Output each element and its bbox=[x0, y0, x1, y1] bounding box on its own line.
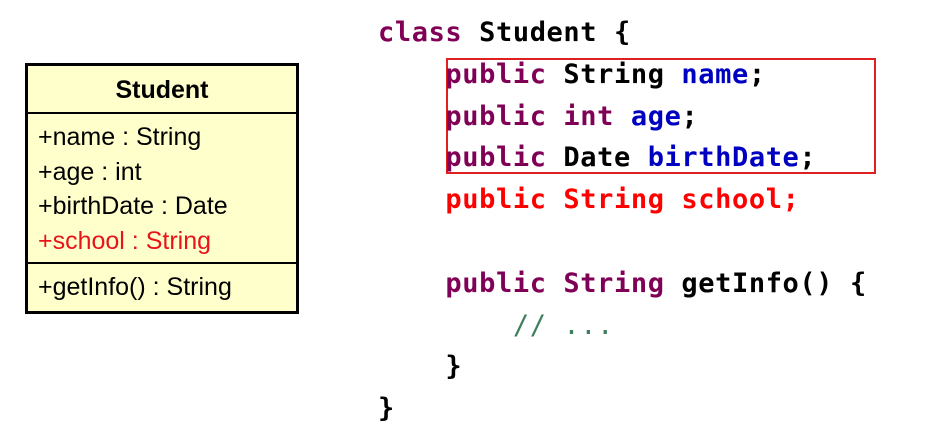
code-line-field-name: public String name; bbox=[378, 54, 867, 96]
uml-method-getinfo: +getInfo() : String bbox=[38, 273, 232, 301]
class-name: Student bbox=[479, 17, 598, 48]
code-line-blank bbox=[378, 221, 867, 263]
code-line-method-close: } bbox=[378, 346, 867, 388]
modifier: public bbox=[445, 100, 547, 132]
uml-attribute-school: +school : String bbox=[38, 226, 212, 255]
type: String bbox=[563, 58, 665, 90]
uml-methods-section: +getInfo() : String bbox=[28, 264, 296, 311]
close-brace: } bbox=[378, 393, 395, 425]
code-line-field-birthdate: public Date birthDate; bbox=[378, 137, 867, 179]
open-brace: { bbox=[614, 17, 631, 48]
modifier: public bbox=[445, 267, 547, 299]
semicolon: ; bbox=[681, 100, 699, 132]
type: Date bbox=[563, 142, 631, 174]
open-brace: { bbox=[849, 267, 867, 299]
uml-class-box: Student +name : String +age : int +birth… bbox=[25, 63, 299, 314]
uml-class-name: Student bbox=[28, 66, 296, 114]
code-line-class-close: } bbox=[378, 388, 867, 430]
comment: // ... bbox=[512, 309, 614, 341]
code-line-field-school: public String school; bbox=[378, 179, 867, 221]
code-line-method-decl: public String getInfo() { bbox=[378, 263, 867, 305]
field-name: age bbox=[630, 100, 682, 132]
type: String bbox=[563, 184, 665, 216]
java-code-block: class Student { public String name; publ… bbox=[378, 12, 867, 430]
code-line-comment: // ... bbox=[378, 305, 867, 347]
modifier: public bbox=[445, 184, 547, 216]
code-line-field-age: public int age; bbox=[378, 96, 867, 138]
semicolon: ; bbox=[799, 142, 817, 174]
code-line-class-decl: class Student { bbox=[378, 12, 867, 54]
uml-attribute-name: +name : String bbox=[38, 123, 202, 151]
type: int bbox=[563, 100, 614, 132]
uml-attributes-section: +name : String +age : int +birthDate : D… bbox=[28, 114, 296, 264]
semicolon: ; bbox=[782, 184, 800, 216]
field-name: birthDate bbox=[647, 142, 800, 174]
keyword-class: class bbox=[378, 17, 463, 48]
modifier: public bbox=[445, 142, 547, 174]
return-type: String bbox=[563, 267, 665, 299]
field-name: name bbox=[681, 58, 749, 90]
close-brace: } bbox=[445, 351, 463, 383]
uml-attribute-birthdate: +birthDate : Date bbox=[38, 192, 228, 220]
method-signature: getInfo() bbox=[681, 267, 834, 299]
uml-attribute-age: +age : int bbox=[38, 157, 142, 186]
existing-fields-highlight-box bbox=[446, 58, 876, 174]
field-name: school bbox=[681, 184, 783, 216]
modifier: public bbox=[445, 58, 547, 90]
semicolon: ; bbox=[748, 58, 766, 90]
